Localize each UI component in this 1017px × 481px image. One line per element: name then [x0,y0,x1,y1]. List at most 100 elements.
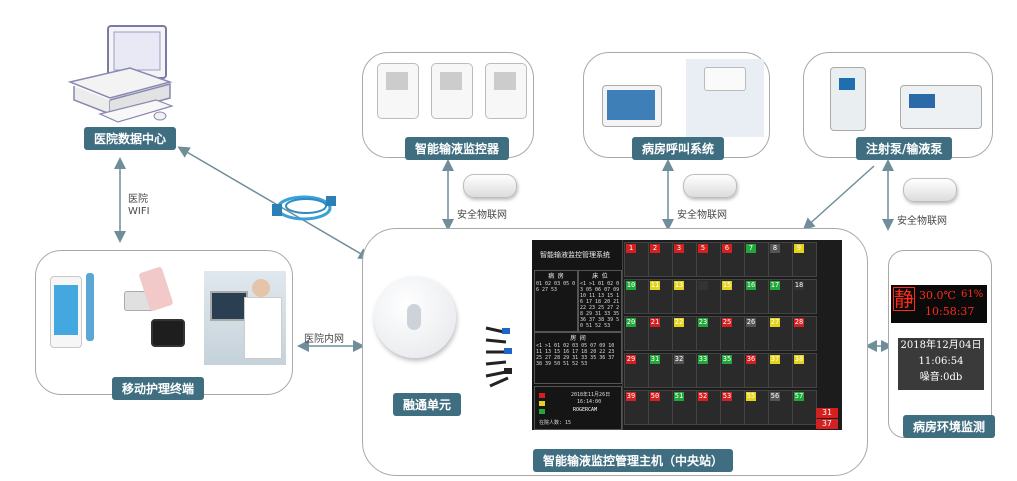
bed-number: 32 [674,355,684,364]
bed-number: 37 [770,355,780,364]
bed-number: 28 [794,318,804,327]
screen-title: 智能输液监控管理系统 [540,251,610,259]
iot-label-2: 安全物联网 [677,210,727,221]
bed-number: 6 [722,244,732,253]
iot-label-1: 安全物联网 [457,210,507,221]
bed-cell: 26 [744,316,769,351]
led-time: 10:58:37 [925,305,975,318]
bed-number: 8 [770,244,780,253]
bed-cell: 50 [648,390,673,425]
bed-cell: 57 [792,390,817,425]
bed-cell: 51 [672,390,697,425]
bed-number: 55 [746,392,756,401]
bed-cell: 2 [648,242,673,277]
infusion-pump-image [830,67,866,131]
screen-time: 16:14:00 [577,399,602,405]
bed-cell: 17 [768,279,793,314]
alert-badge-a: 31 [816,408,838,418]
alert-badge-b: 37 [816,419,838,429]
bed-number: 1 [626,244,636,253]
bed-cell: 53 [720,390,745,425]
call-system-label: 病房呼叫系统 [632,137,725,160]
screen-brand: ROGERCAM [573,407,598,413]
smartwatch-image [151,319,185,347]
iot-gateway-image [463,174,517,198]
bed-cell: 25 [720,316,745,351]
monitor-box: 智能输液监控器 [362,52,534,160]
bed-cell: 28 [792,316,817,351]
computer-icon [67,25,174,123]
intranet-label: 医院内网 [304,334,344,345]
bed-cell: 22 [672,316,697,351]
bed-cell: 21 [648,316,673,351]
bed-number: 35 [722,355,732,364]
bed-number: 29 [626,355,636,364]
central-station-screen: 智能输液监控管理系统 病 房 01 02 03 05 06 27 53 床 位 … [532,240,842,430]
monitor-label: 智能输液监控器 [405,137,510,160]
screen-date: 2018年11月26日 [571,392,611,398]
bed-cell: 9 [792,242,817,277]
wifi-label-line1: 医院 [128,194,148,205]
screen-left-panel: 智能输液监控管理系统 病 房 01 02 03 05 06 27 53 床 位 … [532,240,623,430]
pump-label: 注射泵/输液泵 [856,137,953,160]
bed-number [698,281,708,290]
bed-number: 26 [746,318,756,327]
syringe-pump-image [900,85,982,129]
bed-cell: 6 [720,242,745,277]
bed-number: 2 [650,244,660,253]
connector-cables-icon [485,326,512,388]
ward-panel-title: 病 房 [548,273,564,280]
bed-cell: 36 [744,353,769,388]
bed-cell: 23 [696,316,721,351]
bed-cell: 33 [696,353,721,388]
bed-panel-title: 床 位 [592,273,608,280]
clock-noise: 噪音:0db [919,372,963,383]
ward-panel: 病 房 01 02 03 05 06 27 53 [534,270,578,332]
bed-number: 17 [770,281,780,290]
bed-cell: 8 [768,242,793,277]
bed-number: 38 [794,355,804,364]
monitor-device-image [377,63,419,119]
mobile-terminal-box: 移动护理终端 [35,250,293,400]
bed-panel: 床 位 <1 >1 01 02 03 05 06 07 09 10 11 13 … [578,270,622,332]
room-panel-title: 房 间 [570,335,586,342]
iot-label-3: 安全物联网 [897,216,947,227]
clock-time: 11:06:54 [918,356,964,367]
bed-cell: 37 [768,353,793,388]
bed-number: 15 [722,281,732,290]
bed-number: 13 [674,281,684,290]
bed-number: 3 [674,244,684,253]
bed-number: 39 [626,392,636,401]
bed-cell: 32 [672,353,697,388]
bed-cell: 10 [624,279,649,314]
bed-number: 18 [794,281,804,290]
clock-display: 2018年12月04日 11:06:54 噪音:0db [898,338,984,390]
central-station-label: 智能输液监控管理主机（中央站） [533,449,734,472]
bed-cell: 29 [624,353,649,388]
bed-cell: 20 [624,316,649,351]
bed-number: 16 [746,281,756,290]
ethernet-cable-icon [272,195,336,221]
env-monitor-label: 病房环境监测 [903,415,996,438]
bed-cell: 16 [744,279,769,314]
handheld-scanner-image [86,273,94,341]
bed-number: 53 [722,392,732,401]
bed-number: 51 [674,392,684,401]
bed-cell: 7 [744,242,769,277]
wifi-label: 医院 WIFI [128,194,150,218]
bed-cell: 55 [744,390,769,425]
data-center-label: 医院数据中心 [84,127,177,150]
bed-number: 22 [674,318,684,327]
bed-number: 25 [722,318,732,327]
nurse-workstation-photo [204,271,286,365]
call-system-box: 病房呼叫系统 [583,52,770,160]
bed-number: 11 [650,281,660,290]
room-panel-text: <1 >1 01 02 03 05 07 09 10 11 13 15 16 1… [536,343,615,367]
led-display: 静 30.0℃ 61% 10:58:37 [891,285,987,323]
bed-number: 52 [698,392,708,401]
bed-number: 7 [746,244,756,253]
bed-cell: 27 [768,316,793,351]
iot-gateway-image [903,178,957,202]
bed-cell [696,279,721,314]
